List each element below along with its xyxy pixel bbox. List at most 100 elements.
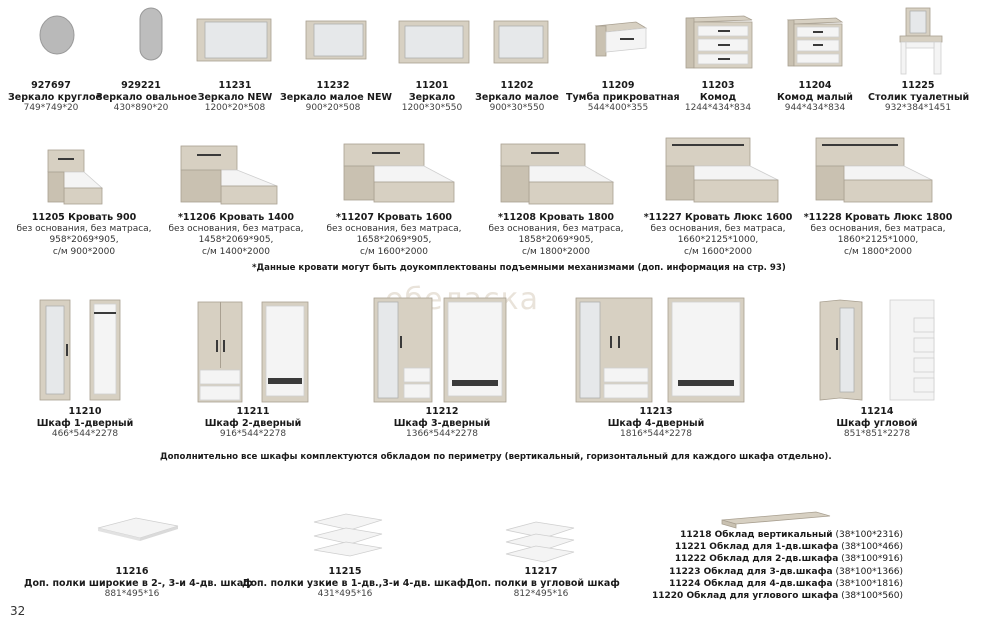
product-name: Зеркало xyxy=(408,91,456,103)
oval-mirror-image xyxy=(139,7,163,61)
product-name: Шкаф 4-дверный xyxy=(607,417,705,429)
trim-name: 11220 Обклад для углового шкафа xyxy=(652,591,839,602)
product-code: 11209 xyxy=(601,80,635,91)
product-dims: 900*20*508 xyxy=(305,103,361,113)
product-name: Зеркало малое NEW xyxy=(280,91,392,103)
trim-dims: (38*100*916) xyxy=(841,554,904,565)
product-code: 927697 xyxy=(31,80,71,91)
mirror-image xyxy=(398,20,470,64)
product-code: 11225 xyxy=(901,80,935,91)
wardrobe-2-door-image xyxy=(197,301,309,403)
trim-dims: (38*100*1366) xyxy=(835,566,904,577)
product-bed-1800: *11208 Кровать 1800 без основания, без м… xyxy=(480,212,632,258)
bed-title: *11208 Кровать 1800 xyxy=(497,212,615,223)
trim-plank-image xyxy=(721,511,831,529)
bed-title: *11228 Кровать Люкс 1800 xyxy=(803,212,953,223)
product-dims: 932*384*1451 xyxy=(884,103,952,113)
product-name: Шкаф 3-дверный xyxy=(393,417,491,429)
product-bed-1400: *11206 Кровать 1400 без основания, без м… xyxy=(160,212,312,258)
product-code: 11231 xyxy=(218,80,252,91)
product-wardrobe-corner: 11214 Шкаф угловой 851*851*2278 xyxy=(822,406,932,441)
product-mirror: 11201 Зеркало 1200*30*550 xyxy=(396,80,468,115)
bed-title: 11205 Кровать 900 xyxy=(31,212,137,223)
bed-mattress: с/м 1600*2000 xyxy=(360,246,428,257)
trim-list: 11218 Обклад вертикальный (38*100*2316) … xyxy=(652,529,903,602)
product-wardrobe-1-door: 11210 Шкаф 1-дверный 466*544*2278 xyxy=(30,406,140,441)
product-code: 11211 xyxy=(236,406,270,417)
product-dims: 430*890*20 xyxy=(113,103,169,113)
trim-name: 11221 Обклад для 1-дв.шкафа xyxy=(674,542,839,553)
bed-desc: без основания, без матраса, xyxy=(168,223,304,234)
bed-1400-image xyxy=(180,145,278,205)
shelf-narrow-image xyxy=(313,513,383,557)
trim-name: 11218 Обклад вертикальный xyxy=(680,530,833,540)
product-code: 11213 xyxy=(639,406,673,417)
product-name: Столик туалетный xyxy=(868,91,970,103)
product-bed-lux-1600: *11227 Кровать Люкс 1600 без основания, … xyxy=(640,212,796,258)
nightstand-image xyxy=(594,21,648,57)
product-code: 11214 xyxy=(860,406,894,417)
product-name: Доп. полки широкие в 2-, 3-и 4-дв. шкаф xyxy=(24,577,253,589)
wardrobe-note: Дополнительно все шкафы комплектуются об… xyxy=(160,452,832,462)
bed-desc: без основания, без матраса, xyxy=(810,223,946,234)
bed-mattress: с/м 1800*2000 xyxy=(844,246,912,257)
dressing-table-image xyxy=(899,7,943,75)
product-bed-lux-1800: *11228 Кровать Люкс 1800 без основания, … xyxy=(800,212,956,258)
product-chest-small: 11204 Комод малый 944*434*834 xyxy=(774,80,856,115)
product-code: 11216 xyxy=(115,566,149,577)
trim-dims: (38*100*560) xyxy=(841,591,904,602)
mirror-small-new-image xyxy=(305,20,367,60)
product-code: 11203 xyxy=(701,80,735,91)
product-name: Доп. полки узкие в 1-дв.,3-и 4-дв. шкаф xyxy=(242,577,467,589)
product-name: Доп. полки в угловой шкаф xyxy=(466,577,620,589)
chest-of-drawers-image xyxy=(685,15,753,69)
product-bed-1600: *11207 Кровать 1600 без основания, без м… xyxy=(318,212,470,258)
wardrobe-4-door-image xyxy=(575,297,745,403)
bed-desc: без основания, без матраса, xyxy=(650,223,786,234)
product-chest: 11203 Комод 1244*434*834 xyxy=(680,80,756,115)
product-mirror-new: 11231 Зеркало NEW 1200*20*508 xyxy=(192,80,278,115)
product-name: Зеркало малое xyxy=(475,91,559,103)
product-oval-mirror: 929221 Зеркало овальное 430*890*20 xyxy=(96,80,197,115)
product-dims: 1816*544*2278 xyxy=(620,429,692,439)
product-name: Комод малый xyxy=(777,91,853,103)
product-code: 11202 xyxy=(500,80,534,91)
product-name: Комод xyxy=(699,91,737,103)
trim-row: 11218 Обклад вертикальный (38*100*2316) xyxy=(652,529,903,541)
bed-desc: без основания, без матраса, xyxy=(488,223,624,234)
product-dims: 466*544*2278 xyxy=(51,429,119,439)
bed-desc: без основания, без матраса, xyxy=(16,223,152,234)
bed-900-image xyxy=(47,149,104,205)
trim-dims: (38*100*2316) xyxy=(835,530,904,540)
bed-dims: 1660*2125*1000, xyxy=(677,235,759,245)
bed-desc: без основания, без матраса, xyxy=(326,223,462,234)
bed-1600-image xyxy=(343,143,455,203)
product-wardrobe-4-door: 11213 Шкаф 4-дверный 1816*544*2278 xyxy=(598,406,714,441)
product-wardrobe-2-door: 11211 Шкаф 2-дверный 916*544*2278 xyxy=(198,406,308,441)
mirror-new-image xyxy=(196,18,272,62)
round-mirror-image xyxy=(39,15,75,55)
trim-name: 11222 Обклад для 2-дв.шкафа xyxy=(674,554,839,565)
product-name: Шкаф 2-дверный xyxy=(204,417,302,429)
wardrobe-1-door-image xyxy=(39,299,121,401)
bed-1800-image xyxy=(499,143,615,205)
product-code: 929221 xyxy=(121,80,161,91)
product-shelf-wide: 11216 Доп. полки широкие в 2-, 3-и 4-дв.… xyxy=(24,566,253,601)
trim-row: 11221 Обклад для 1-дв.шкафа (38*100*466) xyxy=(652,541,903,553)
product-dims: 1244*434*834 xyxy=(684,103,752,113)
bed-note: *Данные кровати могут быть доукомплектов… xyxy=(252,263,786,273)
bed-dims: 958*2069*905, xyxy=(49,235,119,245)
page-number: 32 xyxy=(10,604,26,618)
wardrobe-corner-image xyxy=(819,299,935,401)
product-dims: 544*400*355 xyxy=(587,103,649,113)
product-round-mirror: 927697 Зеркало круглое 749*749*20 xyxy=(8,80,102,115)
product-code: 11204 xyxy=(798,80,832,91)
product-code: 11201 xyxy=(415,80,449,91)
product-code: 11212 xyxy=(425,406,459,417)
trim-dims: (38*100*466) xyxy=(841,542,904,553)
bed-dims: 1858*2069*905, xyxy=(518,235,594,245)
bed-mattress: с/м 1400*2000 xyxy=(202,246,270,257)
product-nightstand: 11209 Тумба прикроватная 544*400*355 xyxy=(566,80,680,115)
product-code: 11217 xyxy=(524,566,558,577)
product-dims: 749*749*20 xyxy=(23,103,79,113)
